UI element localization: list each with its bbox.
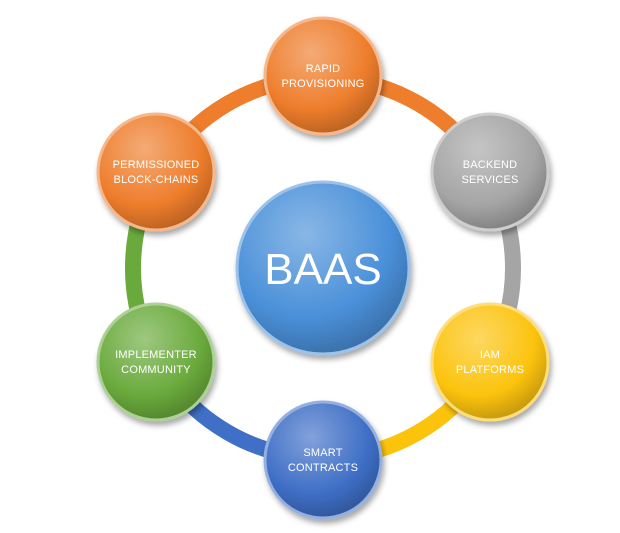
node-circle-smart-contracts [263, 400, 383, 520]
node-label-rapid-provisioning-line-1: RAPID [306, 63, 341, 75]
node-label-permissioned-block-chains-line-2: BLOCK-CHAINS [114, 174, 199, 186]
node-label-smart-contracts-line-2: CONTRACTS [288, 462, 358, 474]
node-circle-backend-services [430, 112, 550, 232]
node-label-implementer-community-line-2: COMMUNITY [121, 364, 191, 376]
node-label-iam-platforms-line-1: IAM [480, 349, 500, 361]
node-backend-services: BACKEND SERVICES [430, 112, 550, 232]
center-label: BAAS [264, 245, 381, 294]
node-label-rapid-provisioning-line-2: PROVISIONING [281, 78, 364, 90]
node-label-permissioned-block-chains-line-1: PERMISSIONED [113, 159, 200, 171]
center-hub: BAAS [235, 180, 411, 356]
node-rapid-provisioning: RAPID PROVISIONING [263, 16, 383, 136]
center-circle [235, 180, 411, 356]
node-iam-platforms: IAM PLATFORMS [430, 302, 550, 422]
node-smart-contracts: SMART CONTRACTS [263, 400, 383, 520]
node-circle-permissioned-block-chains [96, 112, 216, 232]
node-label-backend-services-line-2: SERVICES [461, 174, 518, 186]
node-circle-implementer-community [96, 302, 216, 422]
outer-nodes: RAPID PROVISIONING BACKEND SERVICES IAM PLATF… [96, 16, 550, 520]
node-label-implementer-community-line-1: IMPLEMENTER [115, 349, 197, 361]
node-permissioned-block-chains: PERMISSIONED BLOCK-CHAINS [96, 112, 216, 232]
node-circle-iam-platforms [430, 302, 550, 422]
node-label-backend-services-line-1: BACKEND [463, 159, 518, 171]
node-implementer-community: IMPLEMENTER COMMUNITY [96, 302, 216, 422]
node-label-smart-contracts-line-1: SMART [303, 447, 342, 459]
node-circle-rapid-provisioning [263, 16, 383, 136]
node-label-iam-platforms-line-2: PLATFORMS [456, 364, 524, 376]
